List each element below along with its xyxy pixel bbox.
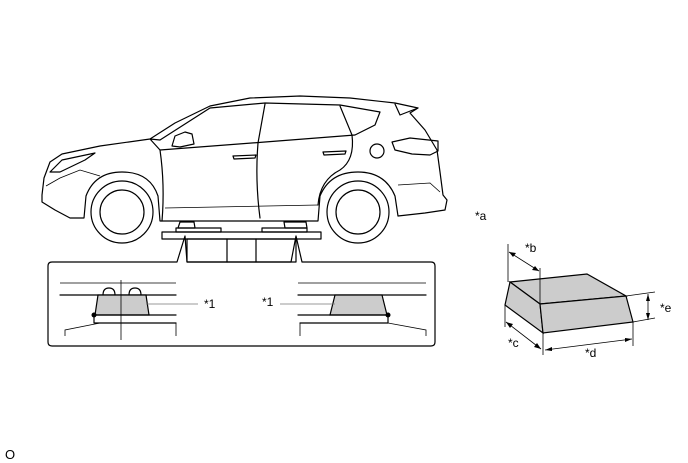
label-e: *e — [660, 301, 672, 315]
label-b: *b — [525, 241, 537, 255]
detail-callout-box: *1 *1 — [47, 235, 436, 347]
label-d: *d — [585, 346, 596, 360]
rubber-block-icon: *a *b *c *d *e — [475, 209, 672, 360]
figure-code: O — [5, 447, 15, 462]
label-a: *a — [475, 209, 487, 223]
label-1-left: *1 — [204, 297, 216, 311]
label-1-right: *1 — [262, 295, 274, 309]
lift-pad-detail-right — [280, 282, 427, 336]
suv-side-view-icon — [41, 95, 448, 244]
lift-pad-detail-left — [59, 280, 198, 340]
label-c: *c — [508, 336, 519, 350]
